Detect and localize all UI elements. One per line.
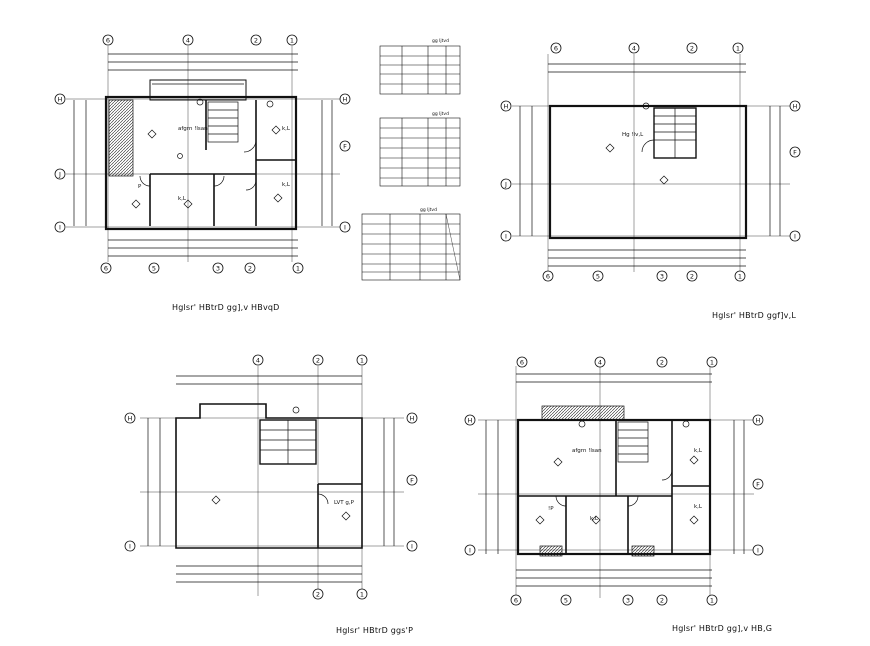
plan-caption: Hglsr' HBtrD ggf]v,L <box>712 311 796 320</box>
grid-bubble-label: 1 <box>360 357 364 365</box>
grid-bubble-label: 5 <box>596 273 600 281</box>
schedule-tables <box>361 45 461 281</box>
grid-bubble-label: 2 <box>660 597 664 605</box>
grid-bubble-label: 1 <box>736 45 740 53</box>
grid-bubble-label: 2 <box>316 357 320 365</box>
grid-bubble-label: J <box>58 171 61 179</box>
grid-bubble-label: H <box>410 415 415 423</box>
room-label: Hg !lv,L <box>622 132 644 138</box>
grid-bubble-label: 1 <box>710 597 714 605</box>
grid-bubble-label: 6 <box>106 37 110 45</box>
grid-bubble-label: H <box>128 415 133 423</box>
grid-bubble-label: I <box>469 547 471 555</box>
grid-bubble-label: H <box>343 96 348 104</box>
room-label: afgrn !lsan <box>572 448 602 454</box>
room-label: k,L <box>694 504 703 510</box>
grid-bubble-label: F <box>410 477 414 485</box>
grid-bubble-label: 4 <box>598 359 602 367</box>
grid-bubble-label: 3 <box>660 273 664 281</box>
grid-bubble-label: 1 <box>710 359 714 367</box>
grid-bubble-label: 2 <box>690 273 694 281</box>
room-label: LVT g,P <box>334 500 355 506</box>
grid-bubble-label: 4 <box>186 37 190 45</box>
grid-bubble-label: I <box>344 224 346 232</box>
grid-bubble-label: 2 <box>660 359 664 367</box>
grid-bubble-label: 3 <box>216 265 220 273</box>
grid-bubble-label: I <box>411 543 413 551</box>
room-label: k,L <box>694 448 703 454</box>
plan-caption: Hglsr' HBtrD ggs'P <box>336 626 414 635</box>
plan-caption: Hglsr' HBtrD gg],v HBvqD <box>172 303 280 312</box>
grid-bubble-label: H <box>756 417 761 425</box>
plan-d <box>478 366 754 598</box>
grid-bubble-label: 5 <box>152 265 156 273</box>
grid-bubble-label: J <box>504 181 507 189</box>
grid-bubble-label: H <box>468 417 473 425</box>
room-label: k,L <box>590 516 599 522</box>
grid-bubble-label: 1 <box>296 265 300 273</box>
room-label: afgrn !lsan <box>178 126 208 132</box>
grid-bubble-label: 6 <box>554 45 558 53</box>
grid-bubble-label: H <box>504 103 509 111</box>
grid-bubble-label: 6 <box>104 265 108 273</box>
grid-bubble-label: 6 <box>546 273 550 281</box>
grid-bubble-label: 5 <box>564 597 568 605</box>
grid-bubble-label: 1 <box>360 591 364 599</box>
grid-bubble-label: I <box>505 233 507 241</box>
grid-bubble-label: I <box>59 224 61 232</box>
grid-bubble-label: 4 <box>632 45 636 53</box>
grid-bubble-label: 1 <box>738 273 742 281</box>
grid-bubble-label: 3 <box>626 597 630 605</box>
plan-b <box>512 54 790 272</box>
room-label: k,L <box>282 126 291 132</box>
room-label: k,L <box>178 196 187 202</box>
plan-a <box>66 46 340 262</box>
plan-caption: Hglsr' HBtrD gg],v HB,G <box>672 624 773 633</box>
table-title: gg ljtvd <box>420 207 437 213</box>
grid-bubble-label: 2 <box>248 265 252 273</box>
room-label: !P <box>548 506 554 512</box>
grid-bubble-label: 6 <box>514 597 518 605</box>
grid-bubble-label: H <box>793 103 798 111</box>
grid-bubble-label: 1 <box>290 37 294 45</box>
room-label: k,L <box>282 182 291 188</box>
table-title: gg ljtvd <box>432 111 449 117</box>
grid-bubble-label: H <box>58 96 63 104</box>
room-label: P <box>138 184 142 190</box>
grid-bubble-label: 4 <box>256 357 260 365</box>
table-title: gg ljtvd <box>432 38 449 44</box>
grid-bubble-label: 2 <box>690 45 694 53</box>
grid-bubble-label: 6 <box>520 359 524 367</box>
grid-bubble-label: I <box>757 547 759 555</box>
grid-bubble-label: 2 <box>254 37 258 45</box>
grid-bubble-label: I <box>129 543 131 551</box>
grid-bubble-label: F <box>756 481 760 489</box>
grid-bubble-label: F <box>793 149 797 157</box>
plan-c <box>140 366 404 596</box>
grid-bubble-label: I <box>794 233 796 241</box>
grid-bubble-label: 2 <box>316 591 320 599</box>
grid-bubble-label: F <box>343 143 347 151</box>
